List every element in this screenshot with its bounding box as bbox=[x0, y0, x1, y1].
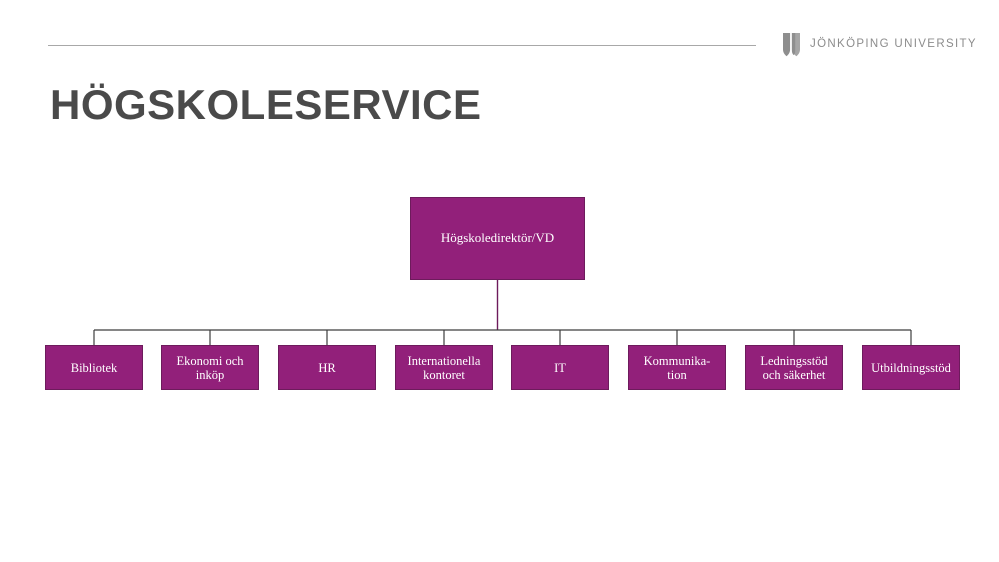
org-node-label: Ekonomi och inköp bbox=[176, 353, 244, 382]
brand-lockup: JÖNKÖPING UNIVERSITY bbox=[782, 32, 977, 57]
org-node-utbildningsstod[interactable]: Utbildningsstöd bbox=[862, 345, 960, 390]
org-node-bibliotek[interactable]: Bibliotek bbox=[45, 345, 143, 390]
org-node-label: Bibliotek bbox=[70, 360, 118, 375]
header-divider bbox=[48, 45, 756, 46]
shield-icon bbox=[782, 32, 801, 57]
org-node-hr[interactable]: HR bbox=[278, 345, 376, 390]
org-node-kommunikation[interactable]: Kommunika- tion bbox=[628, 345, 726, 390]
org-node-label: HR bbox=[318, 360, 336, 375]
org-node-label: Ledningsstöd och säkerhet bbox=[760, 353, 828, 382]
org-node-label: Kommunika- tion bbox=[643, 353, 711, 382]
org-node-ledningsstod-och-sakerhet[interactable]: Ledningsstöd och säkerhet bbox=[745, 345, 843, 390]
org-node-label: Utbildningsstöd bbox=[871, 360, 951, 375]
page-header: JÖNKÖPING UNIVERSITY bbox=[0, 0, 999, 70]
page-title: HÖGSKOLESERVICE bbox=[50, 81, 482, 128]
org-node-internationella-kontoret[interactable]: Internationella kontoret bbox=[395, 345, 493, 390]
org-node-label: Högskoledirektör/VD bbox=[440, 230, 555, 246]
org-node-label: IT bbox=[554, 360, 566, 375]
org-node-label: Internationella kontoret bbox=[407, 353, 481, 382]
brand-name: JÖNKÖPING UNIVERSITY bbox=[810, 37, 977, 50]
org-node-it[interactable]: IT bbox=[511, 345, 609, 390]
org-node-root[interactable]: Högskoledirektör/VD bbox=[410, 197, 585, 280]
org-node-ekonomi-och-inkop[interactable]: Ekonomi och inköp bbox=[161, 345, 259, 390]
